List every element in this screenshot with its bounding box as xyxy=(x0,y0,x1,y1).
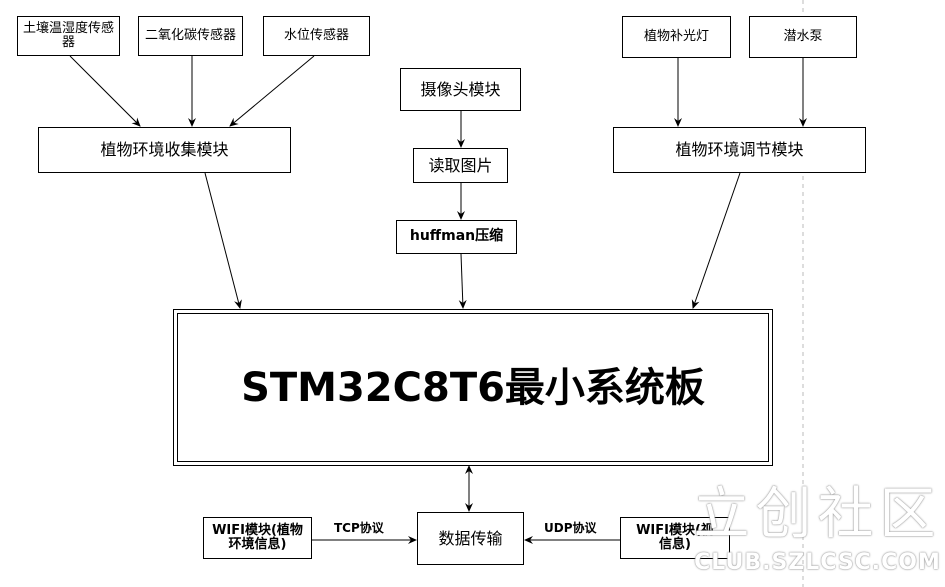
huffman-box: huffman压缩 xyxy=(396,220,517,254)
watermark-url: CLUB.SZLCSC.COM xyxy=(694,550,941,575)
wifi-left-label: WIFI模块(植物环境信息) xyxy=(212,522,303,552)
pump-box: 潜水泵 xyxy=(749,16,857,58)
collect-label: 植物环境收集模块 xyxy=(100,140,229,160)
arrow-adjust-main xyxy=(691,172,741,309)
soil-sensor-label: 土壤温湿度传感器 xyxy=(22,20,114,50)
wifi-left-box: WIFI模块(植物环境信息) xyxy=(203,517,312,559)
main-board-label: STM32C8T6最小系统板 xyxy=(241,364,705,411)
watermark: 立创社区 CLUB.SZLCSC.COM xyxy=(690,480,945,587)
main-board-box: STM32C8T6最小系统板 xyxy=(173,309,773,466)
pump-label: 潜水泵 xyxy=(783,28,823,44)
udp-label: UDP协议 xyxy=(544,521,597,535)
data-transfer-box: 数据传输 xyxy=(417,512,524,565)
arrow-soil-collect xyxy=(69,55,141,127)
co2-sensor-box: 二氧化碳传感器 xyxy=(138,16,243,56)
wifi-right-label-2: 信息) xyxy=(659,537,691,552)
read-image-label: 读取图片 xyxy=(428,155,493,175)
lamp-box: 植物补光灯 xyxy=(622,16,731,58)
watermark-title: 立创社区 xyxy=(693,482,942,547)
camera-box: 摄像头模块 xyxy=(400,68,521,111)
lamp-label: 植物补光灯 xyxy=(643,28,709,44)
huffman-label: huffman压缩 xyxy=(409,228,504,245)
adjust-label: 植物环境调节模块 xyxy=(675,140,804,160)
tcp-label: TCP协议 xyxy=(334,521,384,535)
water-sensor-label: 水位传感器 xyxy=(283,27,349,43)
arrow-huffman-main xyxy=(458,253,467,309)
data-transfer-label: 数据传输 xyxy=(438,528,503,548)
soil-sensor-box: 土壤温湿度传感器 xyxy=(17,16,120,56)
water-sensor-box: 水位传感器 xyxy=(263,16,370,56)
co2-sensor-label: 二氧化碳传感器 xyxy=(144,27,236,43)
wifi-right-label-1: WIFI模块(视 xyxy=(636,522,714,538)
adjust-module-box: 植物环境调节模块 xyxy=(613,127,866,173)
wifi-right-box: WIFI模块(视信息) xyxy=(620,517,730,559)
arrow-collect-main xyxy=(204,172,242,309)
collect-module-box: 植物环境收集模块 xyxy=(38,127,291,173)
arrow-water-collect xyxy=(229,55,315,127)
camera-label: 摄像头模块 xyxy=(420,79,501,99)
read-image-box: 读取图片 xyxy=(413,148,508,183)
